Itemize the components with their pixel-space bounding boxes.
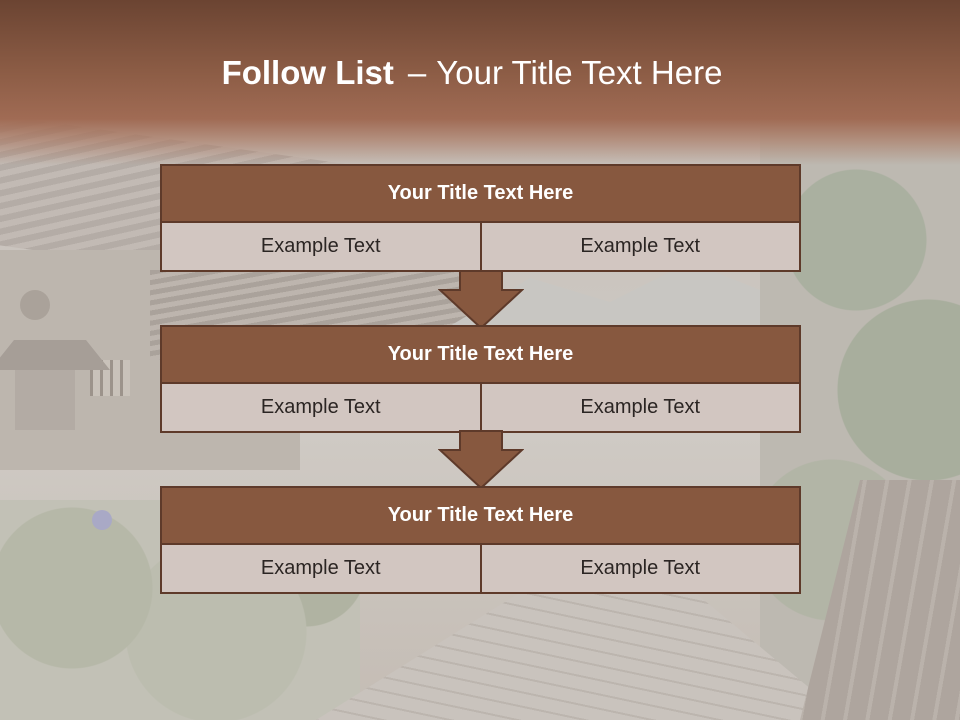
block-3-title[interactable]: Your Title Text Here [162, 488, 799, 545]
flow-block-2: Your Title Text Here Example Text Exampl… [160, 325, 801, 433]
down-arrow-icon [438, 430, 524, 490]
title-band [0, 0, 960, 165]
flow-block-1: Your Title Text Here Example Text Exampl… [160, 164, 801, 272]
stone-lantern [0, 290, 110, 440]
block-1-cell-right[interactable]: Example Text [479, 223, 799, 270]
flower [92, 510, 112, 530]
page-title-dash: – [407, 54, 427, 91]
block-3-cell-left[interactable]: Example Text [162, 545, 480, 592]
block-1-title[interactable]: Your Title Text Here [162, 166, 799, 223]
block-3-cell-right[interactable]: Example Text [479, 545, 799, 592]
block-2-title[interactable]: Your Title Text Here [162, 327, 799, 384]
block-3-row: Example Text Example Text [162, 545, 799, 592]
flow-block-3: Your Title Text Here Example Text Exampl… [160, 486, 801, 594]
down-arrow-icon [438, 270, 524, 330]
block-2-row: Example Text Example Text [162, 384, 799, 431]
block-2-cell-left[interactable]: Example Text [162, 384, 480, 431]
block-1-row: Example Text Example Text [162, 223, 799, 270]
page-title: Follow List–Your Title Text Here [0, 54, 944, 92]
block-2-cell-right[interactable]: Example Text [479, 384, 799, 431]
page-title-bold: Follow List [221, 54, 394, 91]
page-title-rest: Your Title Text Here [436, 54, 723, 91]
block-1-cell-left[interactable]: Example Text [162, 223, 480, 270]
